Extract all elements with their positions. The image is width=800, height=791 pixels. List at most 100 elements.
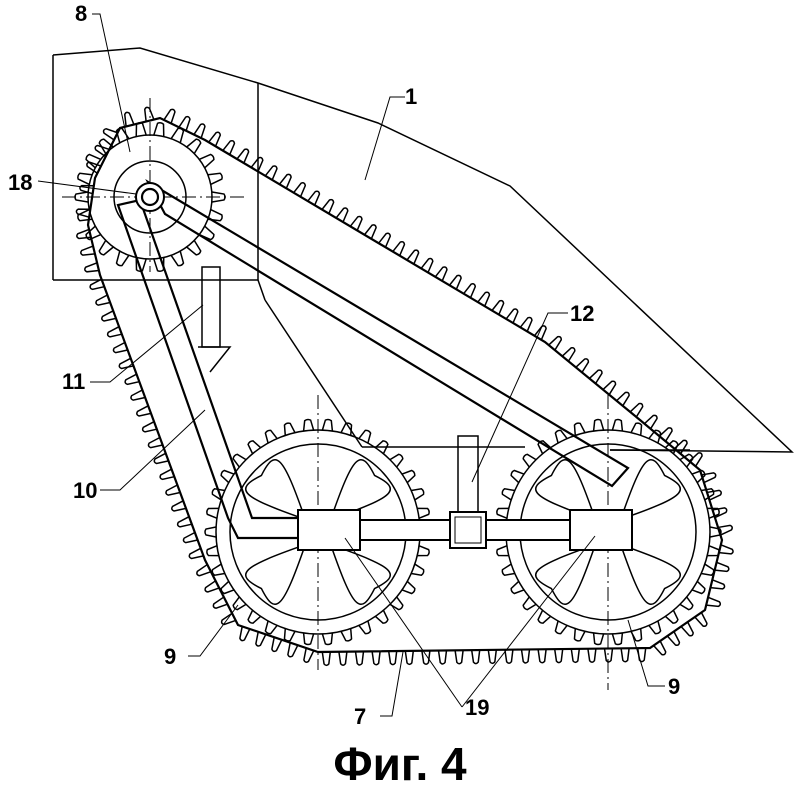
track-tooth (212, 596, 228, 609)
track-tooth (643, 414, 658, 430)
strut-11 (198, 266, 232, 373)
track-tooth (463, 283, 477, 299)
track-tooth (470, 649, 481, 665)
sprocket-tooth (232, 453, 247, 468)
track-tooth (94, 144, 110, 158)
sprocket-tooth (199, 225, 215, 241)
sprocket-tooth (537, 610, 552, 624)
track-tooth (196, 563, 212, 577)
sprocket-tooth (389, 596, 404, 611)
wheel-petal (244, 543, 307, 606)
sprocket-tooth (522, 453, 537, 468)
track-tooth (101, 310, 117, 322)
track-tooth (123, 111, 135, 127)
sprocket-tooth (186, 240, 202, 256)
sprocket-tooth (630, 422, 643, 436)
track-tooth (587, 648, 597, 663)
label-8: 8 (75, 1, 87, 26)
sprocket-tooth (321, 418, 334, 431)
track-tooth (354, 651, 365, 666)
track-tooth (570, 648, 581, 664)
track-tooth (84, 262, 100, 273)
track-tooth (307, 190, 321, 206)
track-tooth (487, 649, 498, 665)
sprocket-tooth (77, 172, 93, 186)
sprocket-tooth (247, 440, 262, 454)
sprocket-tooth (321, 633, 334, 646)
sprocket-tooth (207, 208, 223, 222)
sprocket-tooth (220, 469, 235, 484)
track-tooth (673, 439, 688, 455)
track-tooth (553, 648, 564, 664)
track-tooth (477, 291, 491, 307)
track-tooth (616, 391, 630, 407)
track-tooth (437, 650, 448, 665)
track-tooth (95, 294, 111, 306)
axle-beam (297, 435, 633, 551)
track-tooth (434, 266, 448, 282)
sprocket-tooth (199, 153, 215, 169)
track-tooth (75, 208, 91, 218)
sprocket-tooth (77, 208, 93, 222)
sprocket-tooth (417, 507, 430, 519)
track-tooth (504, 649, 514, 664)
track-tooth (118, 357, 134, 370)
sprocket-tooth (701, 487, 715, 501)
sprocket-tooth (220, 580, 235, 595)
label-18: 18 (8, 170, 32, 195)
track-tooth (112, 341, 128, 354)
track-tooth (505, 308, 519, 324)
sprocket-tooth (709, 526, 722, 538)
sprocket-tooth (340, 422, 353, 436)
sprocket-tooth (592, 633, 605, 646)
sprocket-tooth (358, 429, 372, 444)
sprocket-tooth (135, 257, 147, 273)
sprocket-tooth (501, 487, 515, 501)
sprocket-tooth (648, 429, 662, 444)
track-tooth (130, 389, 146, 401)
track-tooth (143, 106, 155, 122)
sprocket-tooth (707, 507, 720, 519)
sprocket-tooth (537, 440, 552, 454)
track-tooth (208, 131, 222, 147)
wheel-petal (534, 458, 597, 521)
track-tooth (188, 547, 204, 560)
sprocket-tooth (374, 440, 389, 454)
track-tooth (519, 316, 533, 332)
sprocket-tooth (496, 545, 509, 557)
track-tooth (706, 489, 722, 501)
track-tooth (520, 649, 531, 664)
sprocket-tooth (247, 610, 262, 624)
sprocket-tooth (135, 121, 147, 137)
track-tooth (264, 165, 278, 181)
track-tooth (76, 228, 92, 240)
track-tooth (141, 420, 157, 433)
sprocket-tooth (85, 225, 101, 241)
track-tooth (537, 649, 547, 664)
track-tooth (102, 128, 118, 141)
track-tooth (220, 612, 236, 626)
sprocket-tooth (691, 580, 706, 595)
wheel-petal (534, 543, 597, 606)
track-tooth (335, 207, 349, 223)
sprocket-tooth (283, 422, 296, 436)
track-tooth (349, 215, 363, 231)
sprocket-tooth (417, 545, 430, 557)
sprocket-tooth (98, 240, 114, 256)
label-9-left: 9 (164, 644, 176, 669)
label-9-right: 9 (668, 674, 680, 699)
sprocket-tooth (401, 580, 416, 595)
track-tooth (636, 647, 647, 663)
sprocket-tooth (691, 469, 706, 484)
track-tooth (404, 650, 415, 666)
sprocket-tooth (170, 127, 185, 143)
sprocket-tooth (648, 620, 662, 635)
sprocket-tooth (340, 628, 353, 642)
track-tooth (165, 484, 181, 496)
sprocket-tooth (115, 251, 130, 267)
sprocket-tooth (204, 526, 217, 538)
sprocket-tooth (264, 429, 278, 444)
track-tooth (694, 612, 708, 627)
sprocket-tooth (510, 580, 525, 595)
sprocket-tooth (630, 628, 643, 642)
